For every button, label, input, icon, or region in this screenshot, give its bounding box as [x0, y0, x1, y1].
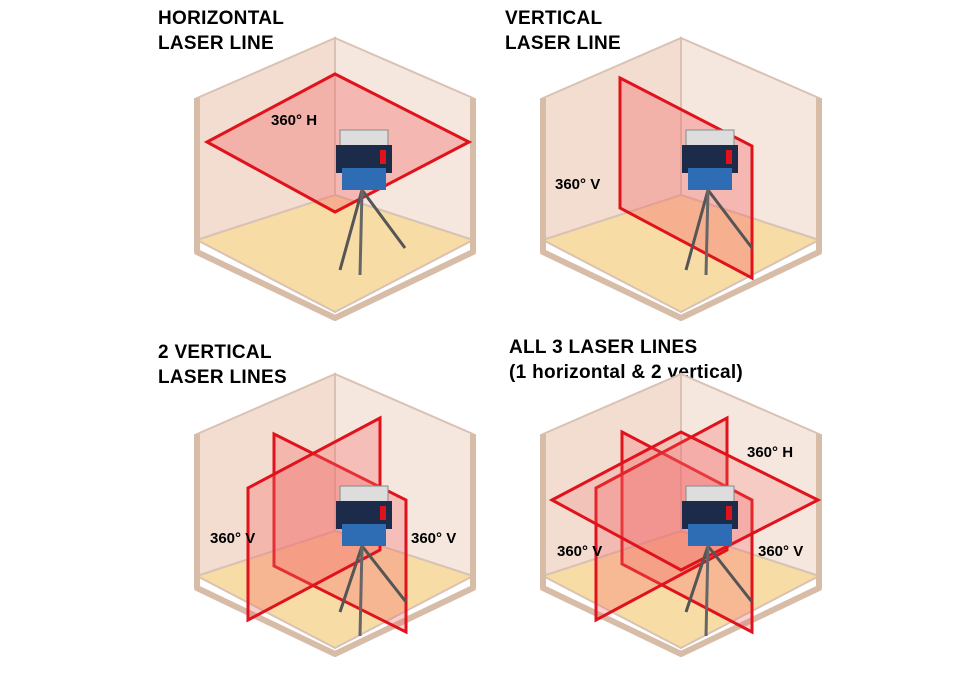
room-rim [540, 98, 822, 321]
heading-line-1: ALL 3 LASER LINES [509, 337, 698, 358]
room-rim [194, 434, 476, 657]
heading-line-2: LASER LINES [158, 367, 287, 388]
heading-line-2: LASER LINE [158, 33, 274, 54]
heading-vertical-laser-line: VERTICAL LASER LINE [505, 6, 621, 56]
vertical-laser-plane-1 [620, 429, 754, 635]
label-360-v-right: 360° V [758, 543, 804, 560]
label-360-h: 360° H [747, 444, 794, 461]
laser-device [336, 129, 407, 276]
vertical-laser-plane-1 [272, 431, 408, 635]
label-360-v-right: 360° V [411, 530, 457, 547]
label-360-v: 360° V [555, 176, 601, 193]
heading-line-1: HORIZONTAL [158, 8, 285, 29]
heading-horizontal-laser-line: HORIZONTAL LASER LINE [158, 6, 284, 56]
vertical-laser-plane-2 [594, 415, 729, 623]
vertical-laser-plane [618, 75, 754, 281]
heading-line-2: LASER LINE [505, 33, 621, 54]
label-360-v-left: 360° V [557, 543, 603, 560]
label-360-v-left: 360° V [210, 530, 256, 547]
room-rim [194, 98, 476, 321]
horizontal-laser-plane [203, 72, 473, 214]
laser-device [682, 129, 754, 276]
laser-device [336, 485, 408, 637]
heading-line-1: VERTICAL [505, 8, 603, 29]
label-360-h: 360° H [271, 112, 318, 129]
vertical-laser-plane-2 [246, 415, 382, 623]
room-rim [540, 434, 822, 657]
heading-line-1: 2 VERTICAL [158, 342, 272, 363]
laser-device [682, 485, 754, 637]
heading-2-vertical-laser-lines: 2 VERTICAL LASER LINES [158, 340, 287, 390]
